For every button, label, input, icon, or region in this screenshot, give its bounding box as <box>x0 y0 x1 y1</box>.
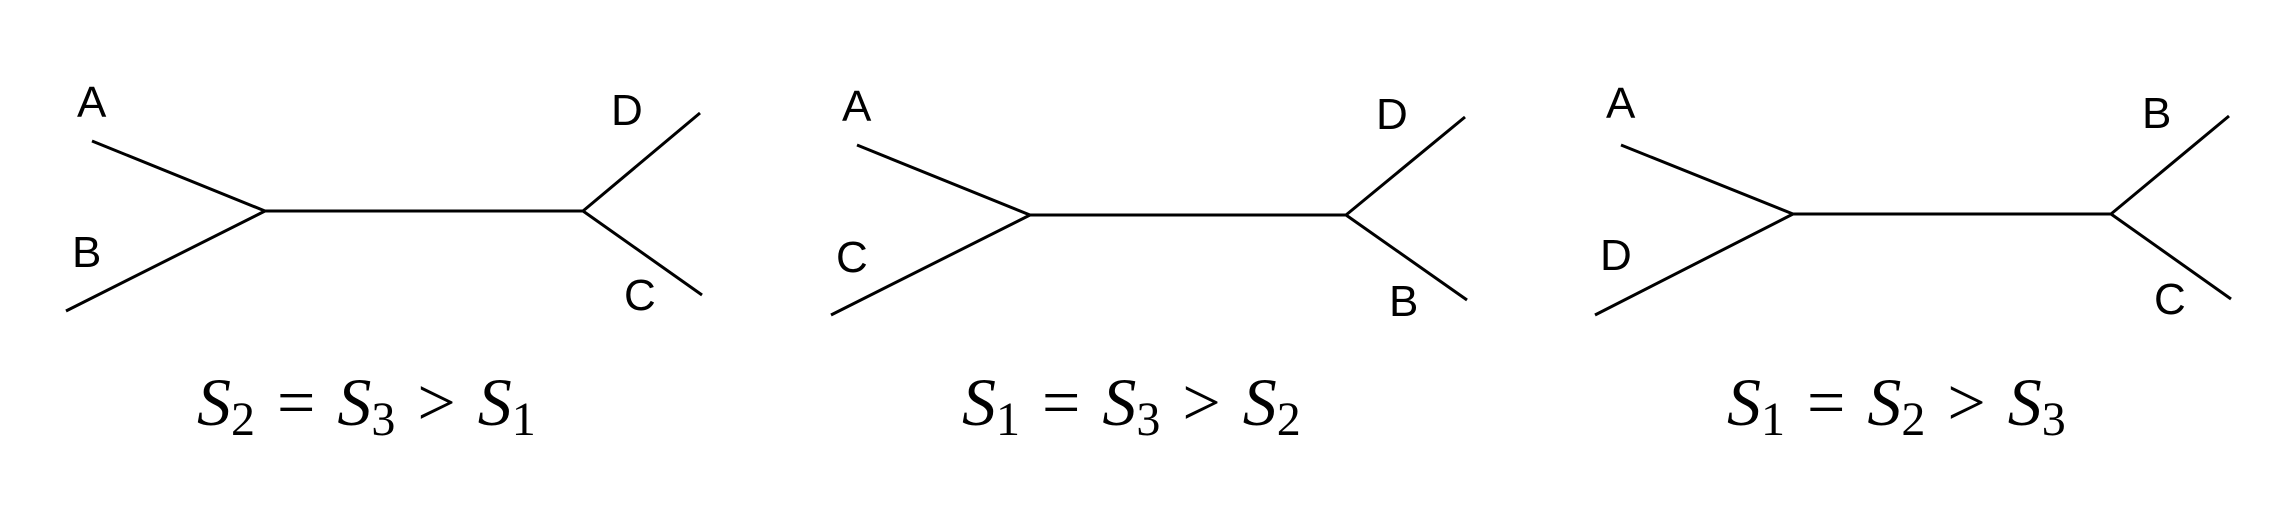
tree-1-leaf-top-right: D <box>611 86 643 135</box>
tree-3-leaf-top-right: B <box>2142 89 2171 138</box>
tree-1: A B D C S2=S3>S1 <box>65 78 703 446</box>
tree-3-edge-bottom-right <box>2110 212 2232 301</box>
tree-3-edge-bottom-left <box>1594 212 1794 317</box>
tree-2-edge-bottom-right <box>1345 213 1468 302</box>
tree-2: A C D B S1=S3>S2 <box>830 82 1468 446</box>
tree-3-edge-top-left <box>1620 143 1794 216</box>
tree-3-edge-top-right <box>2110 114 2230 216</box>
tree-1-edge-bottom-left <box>65 209 266 313</box>
tree-2-edge-top-left <box>856 143 1031 217</box>
tree-1-leaf-bottom-left: B <box>72 228 101 277</box>
tree-3: A D B C S1=S2>S3 <box>1594 79 2232 446</box>
tree-3-equation: S1=S2>S3 <box>1727 364 2066 446</box>
tree-2-leaf-bottom-right: B <box>1389 277 1418 326</box>
tree-1-leaf-bottom-right: C <box>624 271 656 320</box>
tree-1-equation: S2=S3>S1 <box>197 364 536 446</box>
tree-2-leaf-bottom-left: C <box>836 233 868 282</box>
tree-2-equation: S1=S3>S2 <box>962 364 1301 446</box>
tree-1-leaf-top-left: A <box>77 78 107 127</box>
tree-1-edge-bottom-right <box>582 209 703 297</box>
tree-3-leaf-bottom-right: C <box>2154 275 2186 324</box>
tree-3-leaf-top-left: A <box>1606 79 1636 128</box>
tree-2-edge-top-right <box>1345 115 1466 217</box>
tree-1-edge-top-right <box>582 111 701 213</box>
tree-2-leaf-top-right: D <box>1376 90 1408 139</box>
tree-2-edge-bottom-left <box>830 213 1031 317</box>
tree-2-leaf-top-left: A <box>842 82 872 131</box>
tree-3-leaf-bottom-left: D <box>1600 231 1632 280</box>
tree-1-edge-top-left <box>91 139 266 213</box>
